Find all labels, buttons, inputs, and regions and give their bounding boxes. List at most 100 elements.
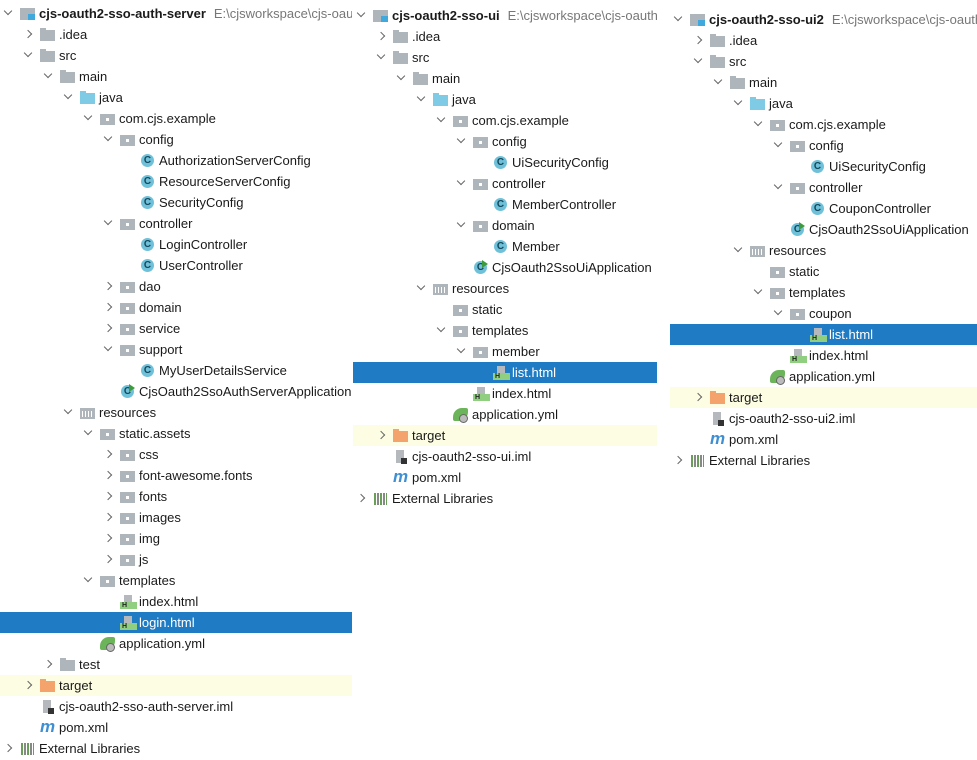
chevron-down-icon[interactable] xyxy=(752,118,764,130)
tree-item[interactable]: ResourceServerConfig xyxy=(0,171,352,192)
tree-item[interactable]: MemberController xyxy=(353,194,657,215)
chevron-right-icon[interactable] xyxy=(672,454,684,466)
tree-item[interactable]: main xyxy=(353,68,657,89)
tree-item[interactable]: js xyxy=(0,549,352,570)
tree-item[interactable]: list.html xyxy=(353,362,657,383)
tree-item[interactable]: CjsOauth2SsoUiApplication xyxy=(670,219,977,240)
tree-item[interactable]: application.yml xyxy=(353,404,657,425)
tree-item[interactable]: templates xyxy=(353,320,657,341)
chevron-right-icon[interactable] xyxy=(102,280,114,292)
tree-item[interactable]: config xyxy=(353,131,657,152)
tree-item[interactable]: src xyxy=(0,45,352,66)
chevron-down-icon[interactable] xyxy=(42,70,54,82)
tree-item[interactable]: config xyxy=(0,129,352,150)
chevron-down-icon[interactable] xyxy=(732,244,744,256)
chevron-right-icon[interactable] xyxy=(375,429,387,441)
tree-item[interactable]: cjs-oauth2-sso-auth-server.iml xyxy=(0,696,352,717)
chevron-down-icon[interactable] xyxy=(82,574,94,586)
chevron-down-icon[interactable] xyxy=(102,343,114,355)
tree-item[interactable]: UiSecurityConfig xyxy=(670,156,977,177)
tree-item[interactable]: img xyxy=(0,528,352,549)
chevron-down-icon[interactable] xyxy=(732,97,744,109)
tree-item[interactable]: AuthorizationServerConfig xyxy=(0,150,352,171)
chevron-right-icon[interactable] xyxy=(102,322,114,334)
tree-item[interactable]: resources xyxy=(670,240,977,261)
tree-item[interactable]: .idea xyxy=(353,26,657,47)
chevron-right-icon[interactable] xyxy=(102,490,114,502)
tree-item[interactable]: CjsOauth2SsoAuthServerApplication xyxy=(0,381,352,402)
tree-item[interactable]: CjsOauth2SsoUiApplication xyxy=(353,257,657,278)
chevron-down-icon[interactable] xyxy=(455,345,467,357)
tree-item[interactable]: service xyxy=(0,318,352,339)
tree-item[interactable]: index.html xyxy=(670,345,977,366)
tree-item[interactable]: Member xyxy=(353,236,657,257)
tree-item[interactable]: com.cjs.example xyxy=(353,110,657,131)
chevron-right-icon[interactable] xyxy=(102,469,114,481)
tree-item[interactable]: java xyxy=(0,87,352,108)
tree-item[interactable]: CouponController xyxy=(670,198,977,219)
chevron-down-icon[interactable] xyxy=(415,93,427,105)
tree-item[interactable]: application.yml xyxy=(0,633,352,654)
chevron-down-icon[interactable] xyxy=(692,55,704,67)
tree-item[interactable]: .idea xyxy=(670,30,977,51)
tree-item[interactable]: static.assets xyxy=(0,423,352,444)
chevron-down-icon[interactable] xyxy=(395,72,407,84)
chevron-down-icon[interactable] xyxy=(772,139,784,151)
tree-item[interactable]: pom.xml xyxy=(670,429,977,450)
tree-item[interactable]: com.cjs.example xyxy=(0,108,352,129)
tree-item[interactable]: controller xyxy=(670,177,977,198)
chevron-right-icon[interactable] xyxy=(102,301,114,313)
chevron-down-icon[interactable] xyxy=(22,49,34,61)
chevron-down-icon[interactable] xyxy=(712,76,724,88)
tree-item[interactable]: resources xyxy=(353,278,657,299)
tree-item[interactable]: css xyxy=(0,444,352,465)
tree-item[interactable]: src xyxy=(353,47,657,68)
tree-item[interactable]: LoginController xyxy=(0,234,352,255)
tree-item[interactable]: java xyxy=(353,89,657,110)
chevron-right-icon[interactable] xyxy=(355,492,367,504)
tree-item[interactable]: target xyxy=(0,675,352,696)
tree-item[interactable]: index.html xyxy=(353,383,657,404)
tree-item[interactable]: src xyxy=(670,51,977,72)
tree-item[interactable]: External Libraries xyxy=(670,450,977,471)
tree-item[interactable]: target xyxy=(670,387,977,408)
chevron-down-icon[interactable] xyxy=(435,324,447,336)
chevron-down-icon[interactable] xyxy=(102,133,114,145)
tree-item[interactable]: resources xyxy=(0,402,352,423)
tree-item[interactable]: images xyxy=(0,507,352,528)
tree-item[interactable]: application.yml xyxy=(670,366,977,387)
tree-item[interactable]: SecurityConfig xyxy=(0,192,352,213)
chevron-down-icon[interactable] xyxy=(102,217,114,229)
tree-item[interactable]: templates xyxy=(670,282,977,303)
tree-item[interactable]: coupon xyxy=(670,303,977,324)
tree-item[interactable]: static xyxy=(670,261,977,282)
tree-item[interactable]: static xyxy=(353,299,657,320)
tree-item[interactable]: External Libraries xyxy=(353,488,657,509)
tree-item[interactable]: java xyxy=(670,93,977,114)
chevron-right-icon[interactable] xyxy=(375,30,387,42)
tree-item[interactable]: templates xyxy=(0,570,352,591)
tree-item[interactable]: cjs-oauth2-sso-ui2.iml xyxy=(670,408,977,429)
chevron-down-icon[interactable] xyxy=(62,91,74,103)
tree-item[interactable]: cjs-oauth2-sso-ui.iml xyxy=(353,446,657,467)
chevron-down-icon[interactable] xyxy=(455,135,467,147)
tree-item[interactable]: main xyxy=(670,72,977,93)
tree-item[interactable]: font-awesome.fonts xyxy=(0,465,352,486)
chevron-down-icon[interactable] xyxy=(62,406,74,418)
chevron-down-icon[interactable] xyxy=(672,13,684,25)
chevron-down-icon[interactable] xyxy=(2,7,14,19)
chevron-right-icon[interactable] xyxy=(102,511,114,523)
chevron-down-icon[interactable] xyxy=(752,286,764,298)
chevron-down-icon[interactable] xyxy=(435,114,447,126)
chevron-down-icon[interactable] xyxy=(82,427,94,439)
chevron-right-icon[interactable] xyxy=(22,679,34,691)
tree-item[interactable]: pom.xml xyxy=(0,717,352,738)
chevron-right-icon[interactable] xyxy=(42,658,54,670)
chevron-right-icon[interactable] xyxy=(102,532,114,544)
tree-item[interactable]: UiSecurityConfig xyxy=(353,152,657,173)
tree-item[interactable]: controller xyxy=(353,173,657,194)
chevron-down-icon[interactable] xyxy=(375,51,387,63)
chevron-right-icon[interactable] xyxy=(692,34,704,46)
